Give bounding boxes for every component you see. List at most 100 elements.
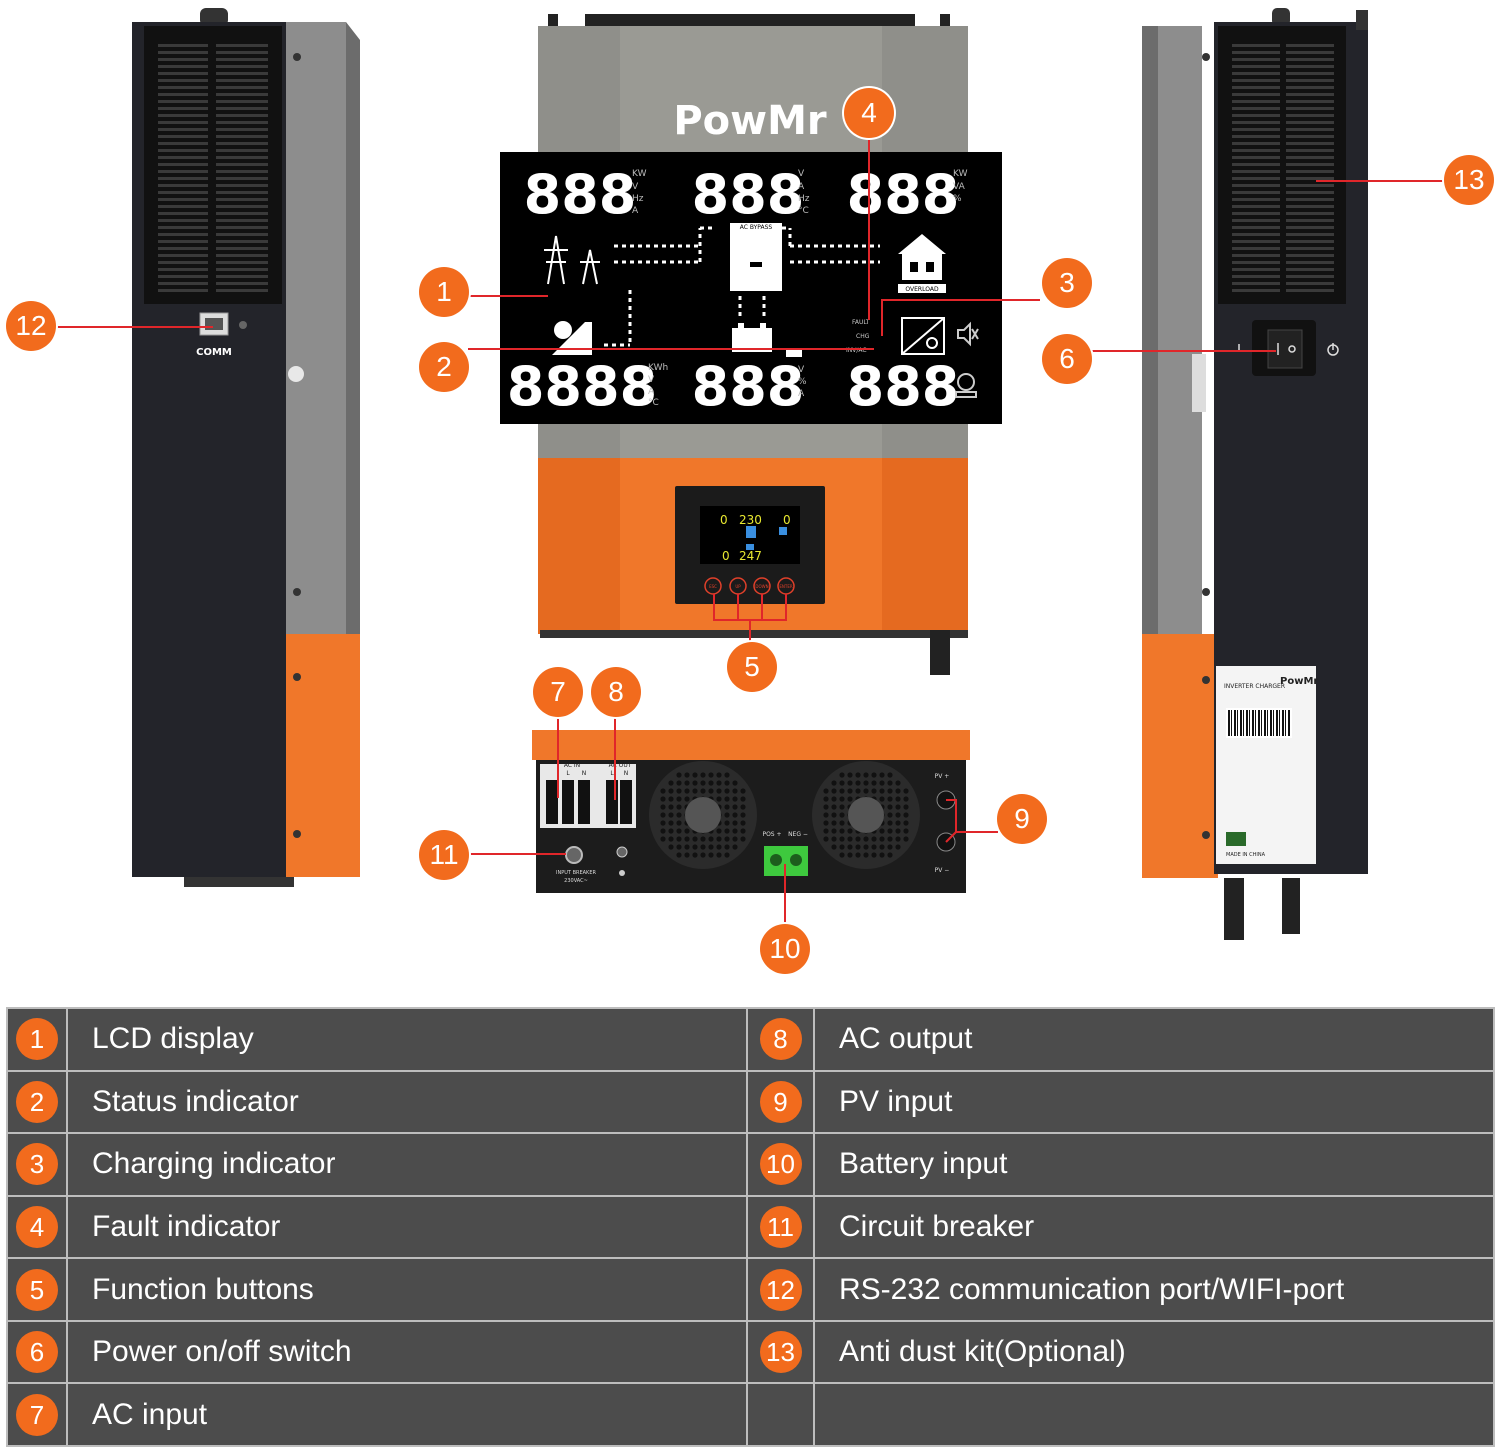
legend-text: LCD display (92, 1022, 254, 1056)
lcd-unit: KW (953, 169, 968, 179)
pv-minus-label: PV − (935, 867, 950, 874)
lcd-unit: °C (648, 398, 659, 408)
overload-label: OVERLOAD (905, 286, 939, 293)
mute-icon (957, 321, 979, 347)
function-buttons (704, 577, 795, 595)
up-button[interactable]: UP (735, 584, 741, 589)
lcd-top-right-seg: 888 (847, 163, 960, 226)
legend-text: Status indicator (92, 1084, 299, 1118)
marker-2: 2 (419, 342, 469, 392)
marker-9: 9 (997, 794, 1047, 844)
marker-4: 4 (844, 88, 894, 138)
pv-plus-label: PV + (935, 773, 950, 780)
svg-text:888: 888 (692, 355, 805, 418)
terminal-n-label: N (624, 770, 629, 777)
terminal-l-label: L (566, 770, 570, 777)
legend-text: Fault indicator (92, 1209, 281, 1243)
legend-text: Power on/off switch (92, 1335, 352, 1369)
down-button[interactable]: DOWN (755, 584, 768, 589)
sticker-brand: PowMr (1280, 676, 1318, 687)
comm-port-label: COMM (196, 347, 232, 358)
lcd-unit: % (798, 377, 807, 387)
callout-lines (54, 138, 1444, 924)
table-row: 7 AC input (6, 1382, 1495, 1447)
settings-icon (901, 317, 945, 355)
inverter-icon (730, 223, 782, 291)
battery-level-icon (786, 349, 802, 357)
lcd-unit: A (798, 182, 805, 192)
enter-button[interactable]: ENTER (779, 584, 792, 589)
svg-text:888: 888 (692, 163, 805, 226)
grid-tower-icon (544, 235, 600, 285)
mini-battery-icon (746, 544, 754, 550)
lcd-unit: A (648, 387, 655, 397)
mini-lcd-value: 230 (739, 513, 762, 527)
legend-text: Charging indicator (92, 1147, 336, 1181)
lcd-unit: A (632, 206, 639, 216)
legend-number: 4 (16, 1205, 58, 1248)
lcd-unit: A (798, 389, 805, 399)
table-row: 4 Fault indicator 11 Circuit breaker (6, 1194, 1495, 1260)
legend-number: 12 (759, 1268, 802, 1311)
legend-number: 13 (759, 1331, 802, 1374)
legend-text: Battery input (839, 1147, 1008, 1181)
ac-in-label: AC IN (564, 762, 580, 769)
lcd-unit: V (798, 365, 805, 375)
product-illustration: COMM PowMr 888 888 888 8888 888 888 KW V (6, 8, 1494, 974)
fault-label: FAULT (852, 319, 870, 326)
lcd-unit: KW (632, 169, 647, 179)
lcd-unit: V (798, 169, 805, 179)
table-row: 3 Charging indicator 10 Battery input (6, 1132, 1495, 1197)
svg-text:888: 888 (847, 163, 960, 226)
sticker-made-in: MADE IN CHINA (1226, 852, 1266, 858)
table-row: 5 Function buttons 12 RS-232 communicati… (6, 1257, 1495, 1322)
legend-number: 3 (16, 1143, 58, 1186)
lcd-bottom-right-seg: 888 (847, 355, 960, 418)
power-switch-icon[interactable] (1238, 343, 1339, 356)
legend-text: AC input (92, 1397, 208, 1431)
legend-text: Circuit breaker (839, 1209, 1035, 1243)
lcd-unit: V (632, 182, 639, 192)
ac-out-label: AC OUT (609, 762, 632, 769)
sticker-title: INVERTER CHARGER (1224, 683, 1285, 690)
terminal-n-label: N (582, 770, 587, 777)
mini-lcd-value: 247 (739, 549, 762, 563)
breaker-rating: 230VAC~ (564, 878, 588, 884)
legend-text: Function buttons (92, 1272, 314, 1306)
marker-8: 8 (591, 667, 641, 717)
gauge-icon (955, 373, 977, 398)
bottom-view (532, 730, 970, 893)
legend-number: 9 (759, 1080, 802, 1123)
mini-lcd-value: 0 (720, 513, 728, 527)
svg-text:888: 888 (524, 163, 637, 226)
marker-11: 11 (419, 830, 469, 880)
brand-logo: PowMr (673, 98, 827, 144)
svg-text:8888: 8888 (507, 355, 657, 418)
lcd-unit: Hz (632, 194, 644, 204)
legend-number: 10 (759, 1143, 802, 1186)
legend-number: 1 (16, 1018, 58, 1061)
lcd-unit: °C (798, 206, 809, 216)
neg-label: NEG − (788, 831, 808, 838)
lcd-top-mid-seg: 888 (692, 163, 805, 226)
mini-lcd-value: 0 (722, 549, 730, 563)
lcd-unit: V (648, 375, 655, 385)
lcd-top-left-seg: 888 (524, 163, 637, 226)
svg-text:888: 888 (847, 355, 960, 418)
marker-13: 13 (1444, 155, 1494, 205)
legend-number: 5 (16, 1268, 58, 1311)
marker-5: 5 (727, 642, 777, 692)
lcd-unit: Hz (798, 194, 810, 204)
left-side-view (132, 8, 360, 887)
pos-label: POS + (762, 831, 781, 838)
esc-button[interactable]: ESC (709, 584, 717, 589)
lcd-bottom-mid-seg: 888 (692, 355, 805, 418)
table-row: 1 LCD display 8 AC output (6, 1007, 1495, 1072)
inv-ac-label: INV/AC (846, 347, 867, 354)
marker-7: 7 (533, 667, 583, 717)
lcd-unit: % (953, 194, 962, 204)
legend-table: 1 LCD display 8 AC output 2 Status indic… (6, 1007, 1495, 1447)
house-icon (898, 234, 946, 293)
ac-bypass-label: AC BYPASS (740, 224, 773, 231)
terminal-l-label: L (610, 770, 614, 777)
